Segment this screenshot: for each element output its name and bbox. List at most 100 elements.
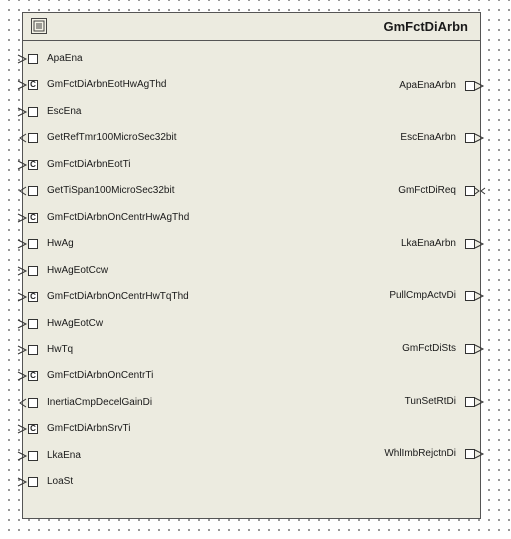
port-box[interactable] — [465, 397, 475, 407]
port-box[interactable] — [465, 291, 475, 301]
port-arrow-icon — [17, 158, 29, 177]
inport-label: HwAgEotCw — [47, 318, 104, 329]
port-arrow-icon — [17, 264, 29, 283]
calibration-port-box[interactable]: C — [28, 424, 38, 434]
inport-label: GmFctDiArbnOnCentrTi — [47, 370, 154, 381]
inport-14[interactable]: C GmFctDiArbnSrvTi — [11, 422, 271, 436]
outport-2[interactable]: GmFctDiReq — [292, 184, 492, 198]
calibration-port-box[interactable]: C — [28, 213, 38, 223]
outport-6[interactable]: TunSetRtDi — [292, 395, 492, 409]
port-arrow-icon — [17, 105, 29, 124]
inport-3[interactable]: GetRefTmr100MicroSec32bit — [11, 131, 271, 145]
port-box[interactable] — [465, 449, 475, 459]
port-arrow-icon — [17, 422, 29, 441]
port-box[interactable] — [28, 398, 38, 408]
inport-6[interactable]: C GmFctDiArbnOnCentrHwAgThd — [11, 211, 271, 225]
inport-label: GmFctDiArbnSrvTi — [47, 423, 131, 434]
port-arrow-icon — [17, 449, 29, 468]
calibration-port-box[interactable]: C — [28, 371, 38, 381]
outport-label: ApaEnaArbn — [399, 80, 456, 91]
inport-13[interactable]: InertiaCmpDecelGainDi — [11, 396, 271, 410]
port-arrow-icon — [17, 290, 29, 309]
inport-11[interactable]: HwTq — [11, 343, 271, 357]
port-box[interactable] — [465, 186, 475, 196]
port-arrow-icon — [17, 52, 29, 71]
inport-label: HwAgEotCcw — [47, 265, 109, 276]
inport-9[interactable]: C GmFctDiArbnOnCentrHwTqThd — [11, 290, 271, 304]
calibration-port-box[interactable]: C — [28, 160, 38, 170]
calibration-port-box[interactable]: C — [28, 80, 38, 90]
outport-0[interactable]: ApaEnaArbn — [292, 79, 492, 93]
inport-label: LkaEna — [47, 450, 81, 461]
outport-3[interactable]: LkaEnaArbn — [292, 237, 492, 251]
inport-label: HwAg — [47, 238, 74, 249]
outport-label: TunSetRtDi — [404, 396, 456, 407]
inport-8[interactable]: HwAgEotCcw — [11, 264, 271, 278]
port-arrow-icon — [474, 447, 486, 466]
inport-5[interactable]: GetTiSpan100MicroSec32bit — [11, 184, 271, 198]
port-box[interactable] — [28, 133, 38, 143]
inport-4[interactable]: C GmFctDiArbnEotTi — [11, 158, 271, 172]
block-title: GmFctDiArbn — [383, 19, 469, 34]
port-arrow-icon — [474, 289, 486, 308]
port-arrow-icon — [17, 211, 29, 230]
port-arrow-icon — [474, 131, 486, 150]
port-box[interactable] — [28, 451, 38, 461]
calibration-port-box[interactable]: C — [28, 292, 38, 302]
inport-label: GmFctDiArbnOnCentrHwTqThd — [47, 291, 189, 302]
inport-7[interactable]: HwAg — [11, 237, 271, 251]
port-arrow-icon — [474, 237, 486, 256]
port-box[interactable] — [28, 239, 38, 249]
inport-10[interactable]: HwAgEotCw — [11, 317, 271, 331]
port-box[interactable] — [465, 344, 475, 354]
outport-5[interactable]: GmFctDiSts — [292, 342, 492, 356]
port-arrow-icon — [17, 78, 29, 97]
inport-0[interactable]: ApaEna — [11, 52, 271, 66]
port-arrow-icon — [474, 79, 486, 98]
outport-label: WhlImbRejctnDi — [384, 448, 456, 459]
inport-16[interactable]: LoaSt — [11, 475, 271, 489]
port-box[interactable] — [465, 239, 475, 249]
inport-15[interactable]: LkaEna — [11, 449, 271, 463]
inport-label: GetTiSpan100MicroSec32bit — [47, 185, 175, 196]
inport-1[interactable]: C GmFctDiArbnEotHwAgThd — [11, 78, 271, 92]
outport-label: PullCmpActvDi — [389, 290, 456, 301]
port-arrow-icon — [17, 475, 29, 494]
block-list-icon — [31, 18, 47, 34]
inport-label: HwTq — [47, 344, 74, 355]
service-port-arrow-icon — [17, 184, 29, 203]
block-title-bar: GmFctDiArbn — [23, 13, 480, 41]
port-box[interactable] — [465, 133, 475, 143]
port-box[interactable] — [465, 81, 475, 91]
port-box[interactable] — [28, 345, 38, 355]
inport-2[interactable]: EscEna — [11, 105, 271, 119]
port-box[interactable] — [28, 54, 38, 64]
port-box[interactable] — [28, 477, 38, 487]
inport-label: GmFctDiArbnEotHwAgThd — [47, 79, 167, 90]
service-port-arrow-icon — [17, 131, 29, 150]
inport-label: GetRefTmr100MicroSec32bit — [47, 132, 177, 143]
outport-4[interactable]: PullCmpActvDi — [292, 289, 492, 303]
port-arrow-icon — [17, 317, 29, 336]
outport-label: GmFctDiSts — [402, 343, 456, 354]
service-port-arrow-icon — [474, 184, 486, 203]
inport-label: GmFctDiArbnOnCentrHwAgThd — [47, 212, 190, 223]
outport-label: LkaEnaArbn — [400, 238, 456, 249]
port-box[interactable] — [28, 319, 38, 329]
inport-label: ApaEna — [47, 53, 83, 64]
service-port-arrow-icon — [17, 396, 29, 415]
port-box[interactable] — [28, 107, 38, 117]
port-arrow-icon — [474, 395, 486, 414]
inport-12[interactable]: C GmFctDiArbnOnCentrTi — [11, 369, 271, 383]
port-arrow-icon — [17, 343, 29, 362]
outport-label: EscEnaArbn — [400, 132, 456, 143]
outport-7[interactable]: WhlImbRejctnDi — [292, 447, 492, 461]
port-box[interactable] — [28, 186, 38, 196]
port-box[interactable] — [28, 266, 38, 276]
inport-label: GmFctDiArbnEotTi — [47, 159, 131, 170]
outport-1[interactable]: EscEnaArbn — [292, 131, 492, 145]
inport-label: EscEna — [47, 106, 82, 117]
port-arrow-icon — [17, 237, 29, 256]
outport-label: GmFctDiReq — [398, 185, 456, 196]
